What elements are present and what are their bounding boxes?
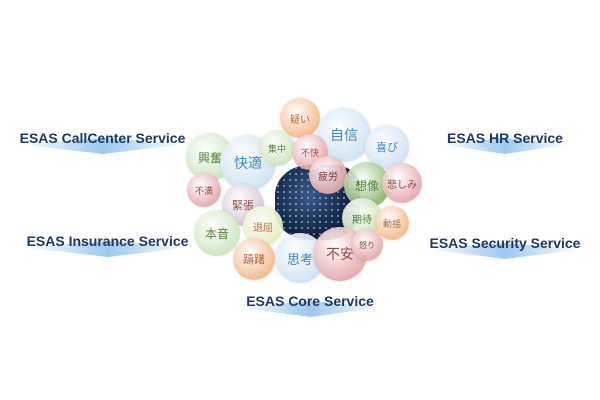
emotion-bubble: 動揺 xyxy=(375,206,409,240)
service-security-label: ESAS Security Service xyxy=(429,235,581,251)
service-callcenter: ESAS CallCenter Service xyxy=(5,124,200,154)
service-hr-label: ESAS HR Service xyxy=(447,130,563,146)
emotion-bubble: 本音 xyxy=(194,210,240,256)
emotion-bubble: 疑い xyxy=(280,98,320,138)
service-hr: ESAS HR Service xyxy=(430,124,580,154)
emotion-bubble: 悲しみ xyxy=(382,163,422,203)
emotion-bubble: 集中 xyxy=(259,130,295,166)
service-insurance: ESAS Insurance Service xyxy=(10,227,205,257)
emotion-bubble: 疲労 xyxy=(309,156,347,194)
service-core-label: ESAS Core Service xyxy=(246,293,374,309)
service-callcenter-label: ESAS CallCenter Service xyxy=(19,130,186,146)
service-security: ESAS Security Service xyxy=(415,229,595,259)
emotion-bubble: 怒り xyxy=(351,229,383,261)
service-core: ESAS Core Service xyxy=(225,287,395,317)
service-insurance-label: ESAS Insurance Service xyxy=(26,233,189,249)
emotion-bubble: 喜び xyxy=(365,125,409,169)
emotion-bubble: 躊躇 xyxy=(233,238,275,280)
emotion-bubble: 不快 xyxy=(292,134,328,170)
emotion-bubble: 不満 xyxy=(187,173,221,207)
